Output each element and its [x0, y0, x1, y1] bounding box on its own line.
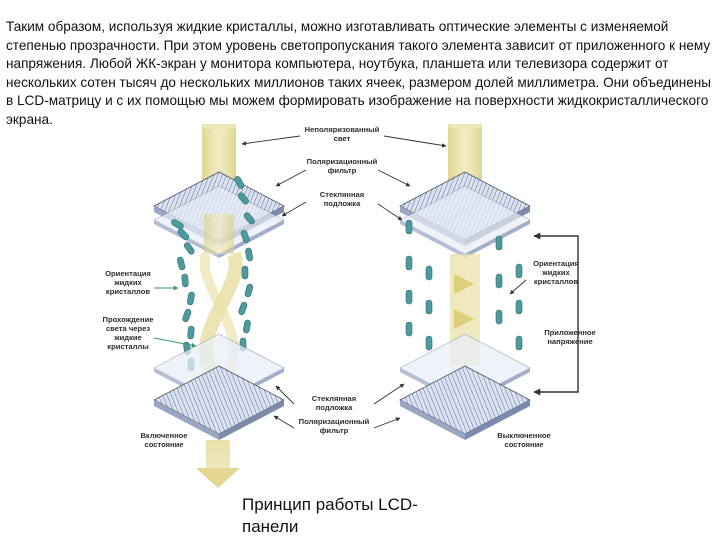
left-bottom-polarizer	[153, 365, 285, 440]
svg-text:Прохождение: Прохождение	[102, 315, 153, 324]
svg-text:кристаллов: кристаллов	[106, 287, 150, 296]
svg-text:света через: света через	[106, 324, 150, 333]
svg-text:кристаллов: кристаллов	[534, 277, 578, 286]
label-filter-bottom-2: фильтр	[320, 426, 349, 435]
left-stack	[153, 124, 285, 488]
label-orient-right-1: Ориентация	[533, 259, 579, 268]
svg-text:подложка: подложка	[316, 403, 353, 412]
svg-text:Выключенное: Выключенное	[497, 431, 551, 440]
label-voltage-2: напряжение	[547, 337, 592, 346]
lcd-principle-diagram: Неполяризованный свет Поляризационный фи…	[102, 124, 596, 488]
svg-text:жидких: жидких	[113, 278, 142, 287]
label-glass-bottom-2: подложка	[316, 403, 353, 412]
right-stack	[399, 124, 531, 440]
diagram-labels: Неполяризованный свет Поляризационный фи…	[102, 125, 595, 449]
label-filter-top-1: Поляризационный	[307, 157, 378, 166]
label-orient-left-1: Ориентация	[105, 269, 151, 278]
svg-text:напряжение: напряжение	[547, 337, 592, 346]
svg-text:Стеклянная: Стеклянная	[312, 394, 356, 403]
label-orient-left-2: жидких	[113, 278, 142, 287]
svg-text:фильтр: фильтр	[320, 426, 349, 435]
green-pointer-arrows	[153, 285, 197, 348]
svg-text:Ориентация: Ориентация	[105, 269, 151, 278]
svg-text:жидкие: жидкие	[113, 333, 142, 342]
label-on-state-1: Включенное	[140, 431, 187, 440]
svg-text:фильтр: фильтр	[328, 166, 357, 175]
label-glass-bottom-1: Стеклянная	[312, 394, 356, 403]
left-outgoing-light	[196, 440, 240, 488]
label-passage-2: света через	[106, 324, 150, 333]
svg-text:Включенное: Включенное	[140, 431, 187, 440]
svg-text:Приложенное: Приложенное	[544, 328, 596, 337]
label-orient-left-3: кристаллов	[106, 287, 150, 296]
label-filter-top-2: фильтр	[328, 166, 357, 175]
right-bottom-polarizer	[399, 365, 531, 440]
label-passage-4: кристаллы	[107, 342, 148, 351]
label-unpolarized-1: Неполяризованный	[305, 125, 380, 134]
label-glass-top-1: Стеклянная	[320, 190, 364, 199]
label-passage-3: жидкие	[113, 333, 142, 342]
label-off-state-2: состояние	[504, 440, 543, 449]
svg-text:состояние: состояние	[144, 440, 183, 449]
label-filter-bottom-1: Поляризационный	[299, 417, 370, 426]
label-passage-1: Прохождение	[102, 315, 153, 324]
svg-text:кристаллы: кристаллы	[107, 342, 148, 351]
label-orient-right-3: кристаллов	[534, 277, 578, 286]
voltage-bracket	[533, 232, 579, 396]
svg-text:Поляризационный: Поляризационный	[307, 157, 378, 166]
svg-text:состояние: состояние	[504, 440, 543, 449]
svg-text:Неполяризованный: Неполяризованный	[305, 125, 380, 134]
svg-text:жидких: жидких	[541, 268, 570, 277]
figure-caption: Принцип работы LCD-панели	[242, 495, 418, 536]
svg-text:свет: свет	[334, 134, 351, 143]
svg-text:подложка: подложка	[324, 199, 361, 208]
label-off-state-1: Выключенное	[497, 431, 551, 440]
intro-paragraph: Таким образом, используя жидкие кристалл…	[6, 19, 712, 127]
label-orient-right-2: жидких	[541, 268, 570, 277]
label-voltage-1: Приложенное	[544, 328, 596, 337]
pointer-arrows	[241, 135, 527, 429]
label-unpolarized-2: свет	[334, 134, 351, 143]
label-on-state-2: состояние	[144, 440, 183, 449]
svg-text:Ориентация: Ориентация	[533, 259, 579, 268]
label-glass-top-2: подложка	[324, 199, 361, 208]
svg-text:Поляризационный: Поляризационный	[299, 417, 370, 426]
svg-text:Стеклянная: Стеклянная	[320, 190, 364, 199]
right-crystals	[405, 219, 523, 351]
